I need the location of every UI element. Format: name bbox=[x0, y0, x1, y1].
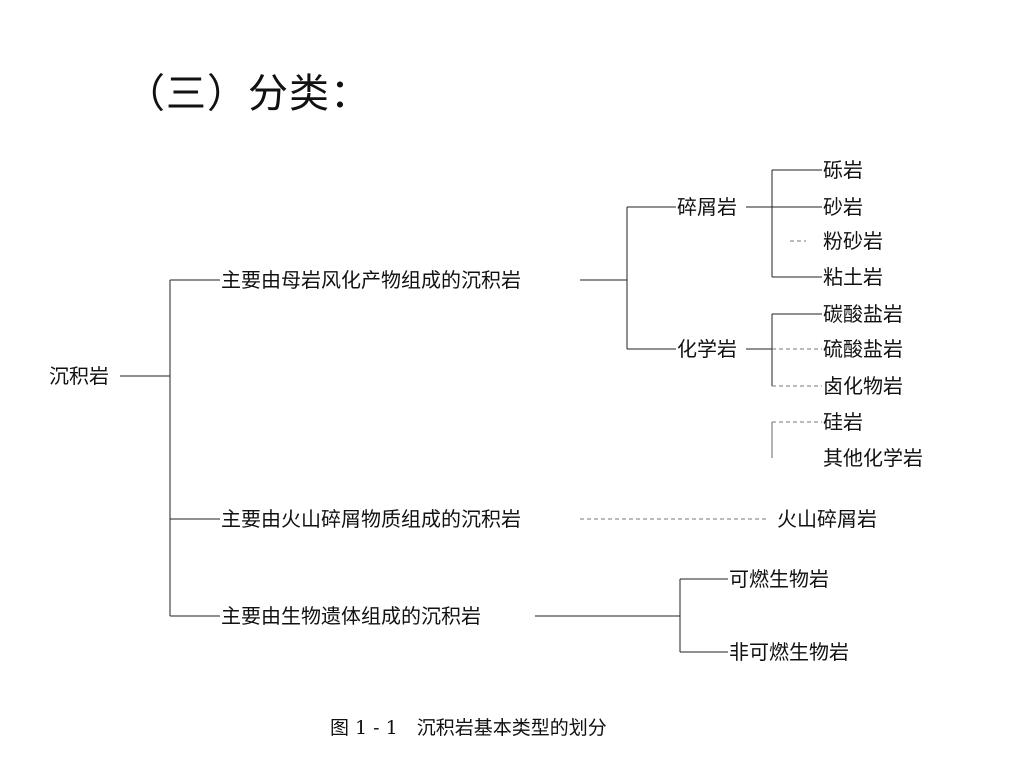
node-weathering: 主要由母岩风化产物组成的沉积岩 bbox=[220, 268, 522, 292]
leaf-noncombustible-bio: 非可燃生物岩 bbox=[728, 640, 850, 664]
leaf-gravel: 砾岩 bbox=[822, 158, 864, 182]
slide-heading: （三）分类： bbox=[125, 71, 371, 117]
leaf-combustible-bio: 可燃生物岩 bbox=[728, 567, 830, 591]
leaf-siliceous: 硅岩 bbox=[822, 410, 864, 434]
leaf-volcaniclastic: 火山碎屑岩 bbox=[776, 507, 878, 531]
leaf-sandstone: 砂岩 bbox=[822, 195, 864, 219]
node-chemical: 化学岩 bbox=[676, 337, 738, 361]
leaf-claystone: 粘土岩 bbox=[822, 265, 884, 289]
node-biological: 主要由生物遗体组成的沉积岩 bbox=[220, 604, 482, 628]
node-volcanic: 主要由火山碎屑物质组成的沉积岩 bbox=[220, 507, 522, 531]
leaf-halide: 卤化物岩 bbox=[822, 374, 904, 398]
leaf-carbonate: 碳酸盐岩 bbox=[822, 302, 904, 326]
leaf-other-chemical: 其他化学岩 bbox=[822, 446, 924, 470]
node-clastic: 碎屑岩 bbox=[676, 195, 738, 219]
figure-caption: 图 1 - 1 沉积岩基本类型的划分 bbox=[330, 717, 607, 739]
leaf-siltstone: 粉砂岩 bbox=[822, 229, 884, 253]
leaf-sulfate: 硫酸盐岩 bbox=[822, 337, 904, 361]
node-root: 沉积岩 bbox=[48, 364, 110, 388]
